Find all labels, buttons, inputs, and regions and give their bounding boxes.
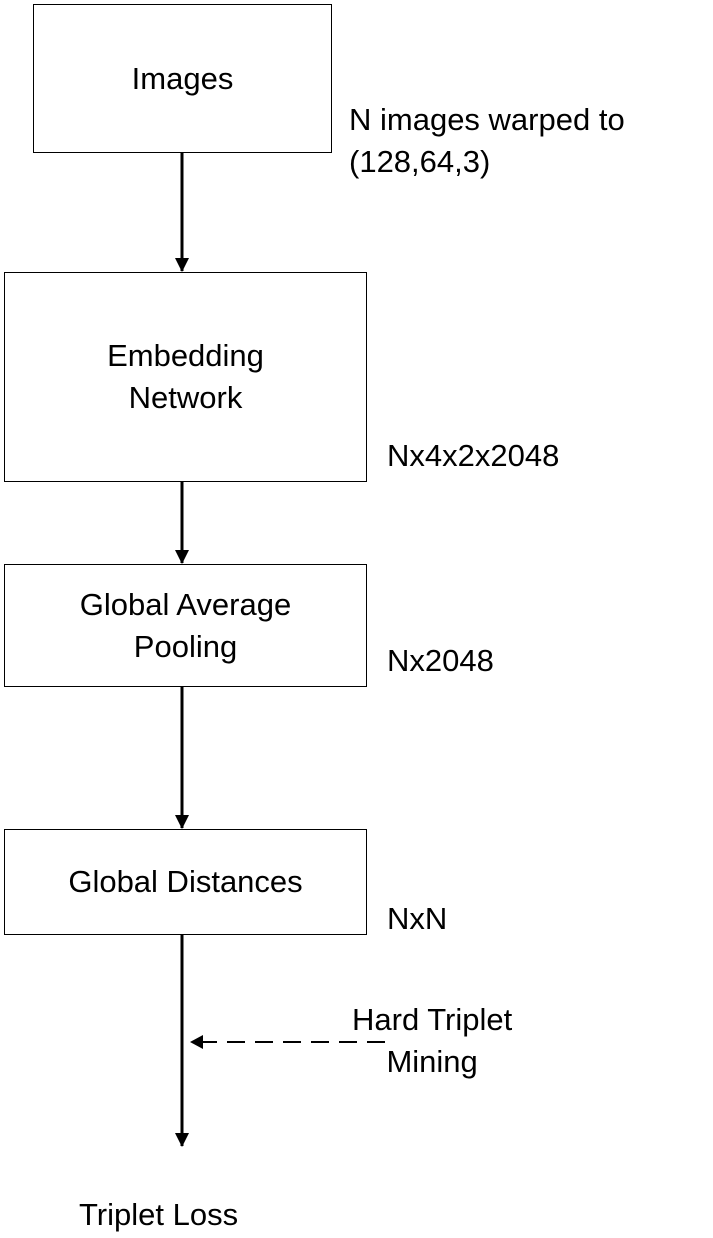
annotation-input-shape-line1: N images warped to [349,102,625,137]
annotation-input-shape-line2: (128,64,3) [349,144,491,179]
annotation-input-shape: N images warped to (128,64,3) [349,99,625,183]
node-distances-label: Global Distances [68,864,303,899]
node-pooling-label-line1: Global Average [79,586,292,622]
arrow-mining-head [190,1035,203,1049]
node-global-distances: Global Distances [4,829,367,935]
node-embedding-label-line2: Network [128,380,243,415]
node-images-label: Images [131,60,234,96]
node-triplet-loss: Triplet Loss [79,1197,239,1232]
node-embedding-label-line1: Embedding [107,338,264,373]
annotation-distances-shape: NxN [387,901,448,936]
annotation-embedding-shape: Nx4x2x2048 [387,438,560,473]
node-images: Images [33,4,332,153]
annotation-pooling-shape: Nx2048 [387,643,494,678]
annotation-mining-line1: Hard Triplet [352,1002,513,1037]
node-global-average-pooling: Global Average Pooling [4,564,367,687]
annotation-hard-triplet-mining: Hard Triplet Mining [352,999,512,1083]
annotation-mining-line2: Mining [386,1044,478,1079]
node-pooling-label-line2: Pooling [133,628,238,664]
node-embedding-network: Embedding Network [4,272,367,482]
